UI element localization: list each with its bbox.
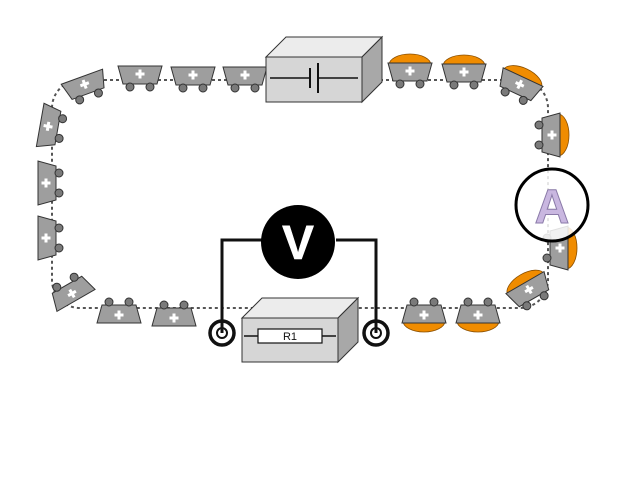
charge-cart — [96, 297, 142, 324]
charge-cart — [117, 65, 163, 92]
plus-icon — [170, 66, 216, 93]
ammeter: A — [514, 167, 590, 243]
probe-right — [362, 319, 390, 347]
probe-left — [208, 319, 236, 347]
plus-icon — [401, 297, 447, 324]
charge-cart — [37, 160, 64, 206]
charge-cart — [35, 102, 70, 152]
plus-icon — [534, 112, 561, 158]
charge-cart-charged — [455, 297, 501, 333]
plus-icon — [37, 160, 64, 206]
plus-icon — [455, 297, 501, 324]
plus-icon — [151, 300, 197, 327]
charge-carts — [35, 52, 578, 333]
plus-icon — [35, 102, 70, 152]
resistor: R1 — [240, 296, 360, 364]
voltmeter-wires — [220, 238, 378, 333]
resistor-body — [257, 328, 323, 344]
charge-cart — [37, 215, 64, 261]
plus-icon — [117, 65, 163, 92]
charge-cart-charged — [505, 269, 558, 316]
plus-icon — [387, 62, 433, 89]
charge-cart-charged — [441, 54, 487, 90]
charge-cart-charged — [387, 53, 433, 89]
plus-icon — [60, 68, 112, 109]
ammeter-label: A — [535, 181, 570, 234]
voltmeter: V — [261, 205, 335, 279]
plus-icon — [222, 66, 268, 93]
charge-cart — [151, 300, 197, 327]
charge-cart-charged — [534, 112, 570, 158]
plus-icon — [37, 215, 64, 261]
plus-icon — [96, 297, 142, 324]
resistor-label: R1 — [283, 331, 297, 343]
battery-cell-icon — [270, 63, 358, 93]
voltmeter-label: V — [282, 217, 314, 270]
battery — [264, 35, 384, 104]
charge-cart-charged — [401, 297, 447, 333]
charge-cart — [222, 66, 268, 93]
charge-cart — [60, 68, 112, 109]
charge-cart-charged — [492, 65, 544, 110]
charge-cart — [170, 66, 216, 93]
plus-icon — [441, 63, 487, 90]
